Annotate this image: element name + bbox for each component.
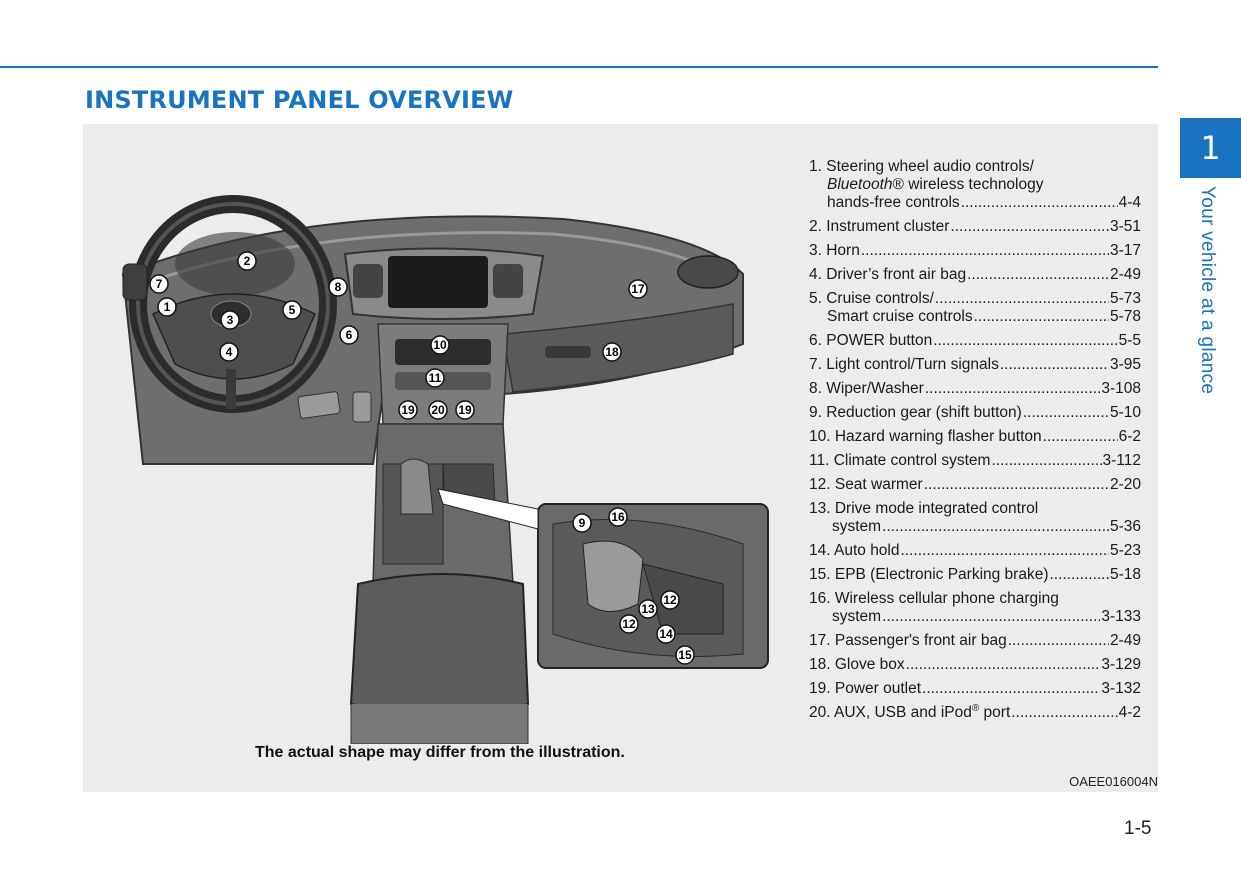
callout-19b: 19 [455, 400, 475, 420]
page-ref[interactable]: 3-133 [1101, 608, 1141, 625]
page-ref[interactable]: 3-95 [1109, 356, 1141, 373]
svg-text:2: 2 [244, 254, 251, 268]
callout-13: 13 [638, 599, 658, 619]
svg-text:19: 19 [401, 403, 415, 417]
legend-item-16: 16. Wireless cellular phone charging sys… [809, 590, 1141, 626]
callout-17: 17 [628, 279, 648, 299]
svg-text:5: 5 [289, 303, 296, 317]
callout-7: 7 [149, 274, 169, 294]
legend-item-10: 10. Hazard warning flasher button6-2 [809, 428, 1141, 446]
svg-text:13: 13 [641, 602, 655, 616]
svg-text:12: 12 [663, 593, 677, 607]
page-ref[interactable]: 4-4 [1118, 194, 1141, 211]
legend-item-18: 18. Glove box3-129 [809, 656, 1141, 674]
callout-8: 8 [328, 277, 348, 297]
legend-item-13: 13. Drive mode integrated control system… [809, 500, 1141, 536]
legend-item-11: 11. Climate control system3-112 [809, 452, 1141, 470]
legend-item-19: 19. Power outlet3-132 [809, 680, 1141, 698]
callout-14: 14 [656, 624, 676, 644]
svg-text:16: 16 [611, 510, 625, 524]
figure-panel: 1 2 3 4 5 6 7 8 9 10 11 12 12 13 14 15 1… [83, 124, 1158, 792]
chapter-label: Your vehicle at a glance [1197, 186, 1218, 395]
chapter-tab[interactable]: 1 [1180, 118, 1241, 178]
page-ref[interactable]: 5-78 [1109, 308, 1141, 325]
legend-item-7: 7. Light control/Turn signals3-95 [809, 356, 1141, 374]
svg-text:15: 15 [678, 648, 692, 662]
page-ref[interactable]: 4-2 [1118, 704, 1141, 721]
svg-text:14: 14 [659, 627, 673, 641]
page-ref[interactable]: 2-49 [1109, 632, 1141, 649]
page-ref[interactable]: 5-5 [1118, 332, 1141, 349]
dashboard-illustration: 1 2 3 4 5 6 7 8 9 10 11 12 12 13 14 15 1… [121, 195, 769, 744]
svg-text:1: 1 [164, 300, 171, 314]
callout-20: 20 [428, 400, 448, 420]
callout-4: 4 [219, 342, 239, 362]
legend-item-8: 8. Wiper/Washer3-108 [809, 380, 1141, 398]
legend-item-5: 5. Cruise controls/5-73 Smart cruise con… [809, 290, 1141, 326]
page-ref[interactable]: 3-112 [1102, 452, 1142, 469]
page-ref[interactable]: 6-2 [1118, 428, 1141, 445]
callout-3: 3 [220, 310, 240, 330]
callout-10: 10 [430, 335, 450, 355]
callout-markers: 1 2 3 4 5 6 7 8 9 10 11 12 12 13 14 15 1… [149, 251, 695, 665]
page-ref[interactable]: 5-23 [1109, 542, 1141, 559]
page-number: 1-5 [1124, 818, 1152, 839]
callout-18: 18 [602, 342, 622, 362]
legend-item-1: 1. Steering wheel audio controls/ Blueto… [809, 158, 1141, 212]
svg-text:20: 20 [431, 403, 445, 417]
page-ref[interactable]: 3-129 [1101, 656, 1141, 673]
svg-text:11: 11 [429, 371, 442, 385]
svg-text:19: 19 [458, 403, 472, 417]
legend-item-14: 14. Auto hold5-23 [809, 542, 1141, 560]
page-ref[interactable]: 5-10 [1109, 404, 1141, 421]
callout-6: 6 [339, 325, 359, 345]
callout-12a: 12 [660, 590, 680, 610]
page-ref[interactable]: 3-132 [1101, 680, 1141, 697]
page-title: INSTRUMENT PANEL OVERVIEW [85, 86, 514, 114]
page-ref[interactable]: 3-51 [1109, 218, 1141, 235]
callout-5: 5 [282, 300, 302, 320]
legend-item-3: 3. Horn3-17 [809, 242, 1141, 260]
svg-text:10: 10 [433, 338, 447, 352]
legend-item-4: 4. Driver’s front air bag2-49 [809, 266, 1141, 284]
svg-text:7: 7 [156, 277, 163, 291]
figure-caption: The actual shape may differ from the ill… [255, 744, 625, 761]
callout-1: 1 [157, 297, 177, 317]
svg-text:18: 18 [605, 345, 619, 359]
page-ref[interactable]: 3-108 [1101, 380, 1141, 397]
callout-11: 11 [425, 368, 445, 388]
page-ref[interactable]: 2-20 [1109, 476, 1141, 493]
legend-item-17: 17. Passenger's front air bag2-49 [809, 632, 1141, 650]
legend-item-2: 2. Instrument cluster3-51 [809, 218, 1141, 236]
page-ref[interactable]: 2-49 [1109, 266, 1141, 283]
legend-item-12: 12. Seat warmer2-20 [809, 476, 1141, 494]
legend-item-6: 6. POWER button5-5 [809, 332, 1141, 350]
svg-text:9: 9 [579, 516, 586, 530]
svg-text:6: 6 [346, 328, 353, 342]
svg-text:8: 8 [335, 280, 342, 294]
callout-2: 2 [237, 251, 257, 271]
legend-item-20: 20. AUX, USB and iPod® port4-2 [809, 703, 1141, 722]
page-ref[interactable]: 5-18 [1109, 566, 1141, 583]
callout-9: 9 [572, 513, 592, 533]
svg-text:17: 17 [631, 282, 645, 296]
legend-list: 1. Steering wheel audio controls/ Blueto… [809, 158, 1141, 728]
figure-code: OAEE016004N [1069, 774, 1158, 789]
svg-text:4: 4 [226, 345, 233, 359]
legend-item-15: 15. EPB (Electronic Parking brake)5-18 [809, 566, 1141, 584]
page-ref[interactable]: 5-36 [1109, 518, 1141, 535]
callout-16: 16 [608, 507, 628, 527]
callout-12b: 12 [619, 614, 639, 634]
callout-15: 15 [675, 645, 695, 665]
legend-item-9: 9. Reduction gear (shift button)5-10 [809, 404, 1141, 422]
page-ref[interactable]: 3-17 [1109, 242, 1141, 259]
page-ref[interactable]: 5-73 [1109, 290, 1141, 307]
svg-text:3: 3 [227, 313, 234, 327]
callout-19a: 19 [398, 400, 418, 420]
top-rule [0, 66, 1158, 68]
svg-text:12: 12 [622, 617, 636, 631]
